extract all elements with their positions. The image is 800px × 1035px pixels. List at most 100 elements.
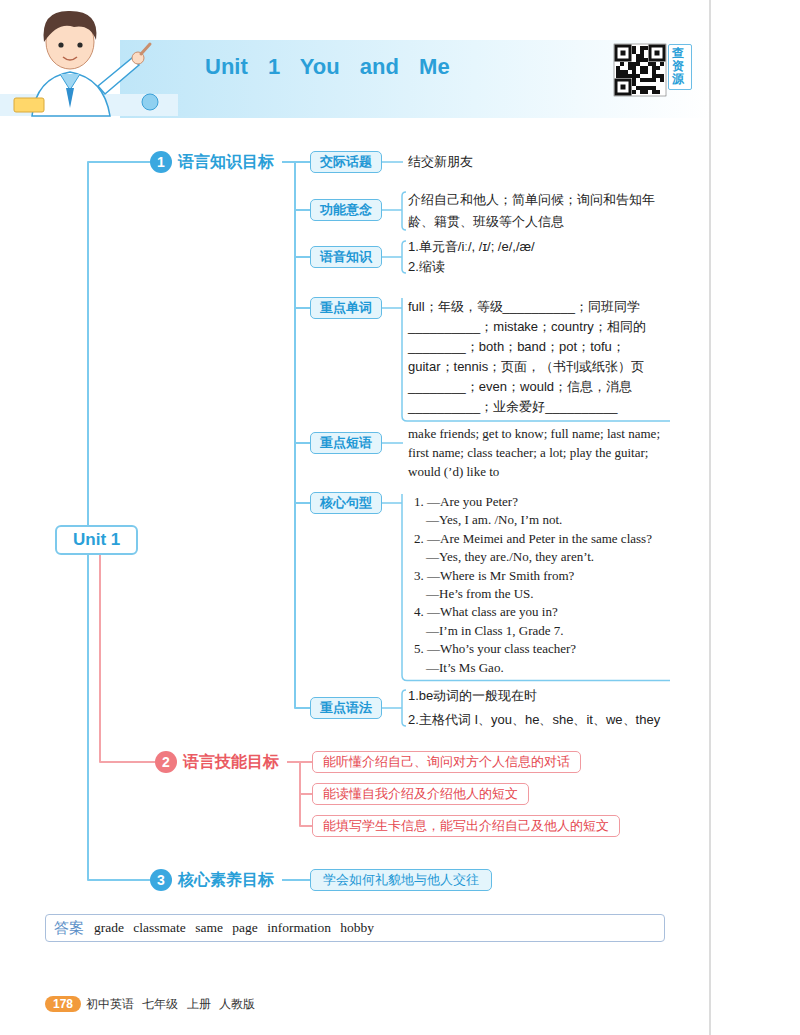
number-badge: 2	[155, 751, 177, 773]
qr-module	[632, 82, 636, 86]
boy-figure	[0, 11, 178, 116]
qr-module	[652, 62, 656, 66]
qr-module	[644, 46, 648, 50]
sub-box: 重点短语	[310, 432, 382, 454]
qr-module	[648, 78, 652, 82]
qr-module	[620, 62, 624, 66]
leader-line	[382, 307, 402, 309]
node-text: 重点语法	[319, 698, 373, 717]
qr-module	[636, 86, 640, 90]
content-text: full；年级，等级__________；同班同学__________；mist…	[408, 297, 670, 417]
qr-module	[652, 86, 656, 90]
qr-module	[632, 70, 636, 74]
node-text: 重点单词	[319, 298, 373, 317]
content-text: 1.be动词的一般现在时	[408, 687, 537, 705]
pink-box: 能读懂自我介绍及介绍他人的短文	[312, 783, 529, 805]
sub-box: 语音知识	[310, 246, 382, 268]
content-bracket	[402, 494, 670, 681]
qr-module	[660, 62, 664, 66]
node-text: grade classmate same page information ho…	[94, 920, 374, 936]
qr-module	[648, 86, 652, 90]
node-text: 答案	[54, 919, 84, 938]
content-bracket	[402, 298, 670, 421]
qr-module	[632, 46, 636, 50]
qr-module	[632, 78, 636, 82]
qr-module	[640, 90, 644, 94]
qr-module	[636, 62, 640, 66]
qr-module	[632, 62, 636, 66]
node-text: 功能意念	[319, 200, 373, 219]
leader-line	[382, 161, 403, 163]
root-box: Unit 1	[55, 525, 138, 555]
content-text: 1. —Are you Peter?	[414, 493, 518, 511]
pink-box: 能听懂介绍自己、询问对方个人信息的对话	[312, 751, 581, 773]
qr-module	[616, 74, 620, 78]
qr-module	[636, 54, 640, 58]
branch-connector	[100, 555, 155, 762]
qr-module	[640, 54, 644, 58]
content-text: 2.主格代词 I、you、he、she、it、we、they	[408, 711, 660, 729]
content-bracket	[402, 241, 406, 273]
qr-module	[624, 74, 628, 78]
qr-module	[660, 74, 664, 78]
header-band	[120, 40, 710, 118]
content-text: 介绍自己和他人；简单问候；询问和告知年龄、籍贯、班级等个人信息	[408, 189, 670, 233]
qr-module	[628, 74, 632, 78]
node-text: 能听懂介绍自己、询问对方个人信息的对话	[323, 752, 570, 771]
number-badge: 3	[150, 869, 172, 891]
branch-connector	[282, 162, 310, 708]
qr-module	[644, 70, 648, 74]
qr-module	[632, 50, 636, 54]
qr-code	[614, 44, 666, 96]
content-text: 4. —What class are you in?	[414, 603, 558, 621]
branch-box: 2 语言技能目标	[155, 751, 287, 773]
qr-module	[648, 62, 652, 66]
sub-box: 核心句型	[310, 492, 382, 514]
qr-module	[656, 66, 660, 70]
qr-module	[644, 66, 648, 70]
page-edge	[709, 0, 711, 1035]
qr-module	[644, 78, 648, 82]
sub-box: 重点语法	[310, 697, 382, 719]
page-title: Unit 1 You and Me	[205, 54, 450, 80]
content-bracket	[402, 192, 406, 230]
sub-box: 功能意念	[310, 199, 382, 221]
content-text: —Yes, I am. /No, I’m not.	[426, 511, 562, 529]
node-text: 语言技能目标	[183, 752, 279, 773]
qr-module	[640, 70, 644, 74]
content-text: —I’m in Class 1, Grade 7.	[426, 622, 564, 640]
qr-module	[652, 66, 656, 70]
content-text: 2.缩读	[408, 258, 445, 276]
node-text: 核心素养目标	[178, 870, 274, 891]
qr-module	[644, 86, 648, 90]
node-text: 核心句型	[319, 493, 373, 512]
node-text: Unit 1	[73, 530, 120, 550]
footer-text: 初中英语 七年级 上册 人教版	[86, 996, 255, 1012]
content-text: make friends; get to know; full name; la…	[408, 424, 666, 481]
node-text: 能读懂自我介绍及介绍他人的短文	[323, 784, 518, 803]
qr-module	[640, 78, 644, 82]
branch-box: 1 语言知识目标	[150, 151, 282, 173]
node-text: 交际话题	[319, 152, 373, 171]
qr-module	[652, 74, 656, 78]
qr-module	[656, 90, 660, 94]
number-badge: 1	[150, 151, 172, 173]
sub-box: 重点单词	[310, 297, 382, 319]
content-text: —It’s Ms Gao.	[426, 659, 504, 677]
leader-line	[382, 707, 402, 709]
content-text: 3. —Where is Mr Smith from?	[414, 567, 574, 585]
content-text: 2. —Are Meimei and Peter in the same cla…	[414, 530, 652, 548]
node-text: 学会如何礼貌地与他人交往	[323, 870, 479, 889]
qr-module	[632, 74, 636, 78]
leader-line	[382, 502, 402, 504]
qr-module	[640, 46, 644, 50]
node-text: 查资源	[672, 47, 684, 87]
qr-module	[656, 74, 660, 78]
qr-module	[636, 58, 640, 62]
qr-module	[636, 74, 640, 78]
qr-module	[620, 74, 624, 78]
node-text: 语言知识目标	[178, 152, 274, 173]
qr-module	[640, 58, 644, 62]
pink-box: 能填写学生卡信息，能写出介绍自己及他人的短文	[312, 815, 620, 837]
answer-box: 答案 grade classmate same page information …	[45, 914, 665, 942]
